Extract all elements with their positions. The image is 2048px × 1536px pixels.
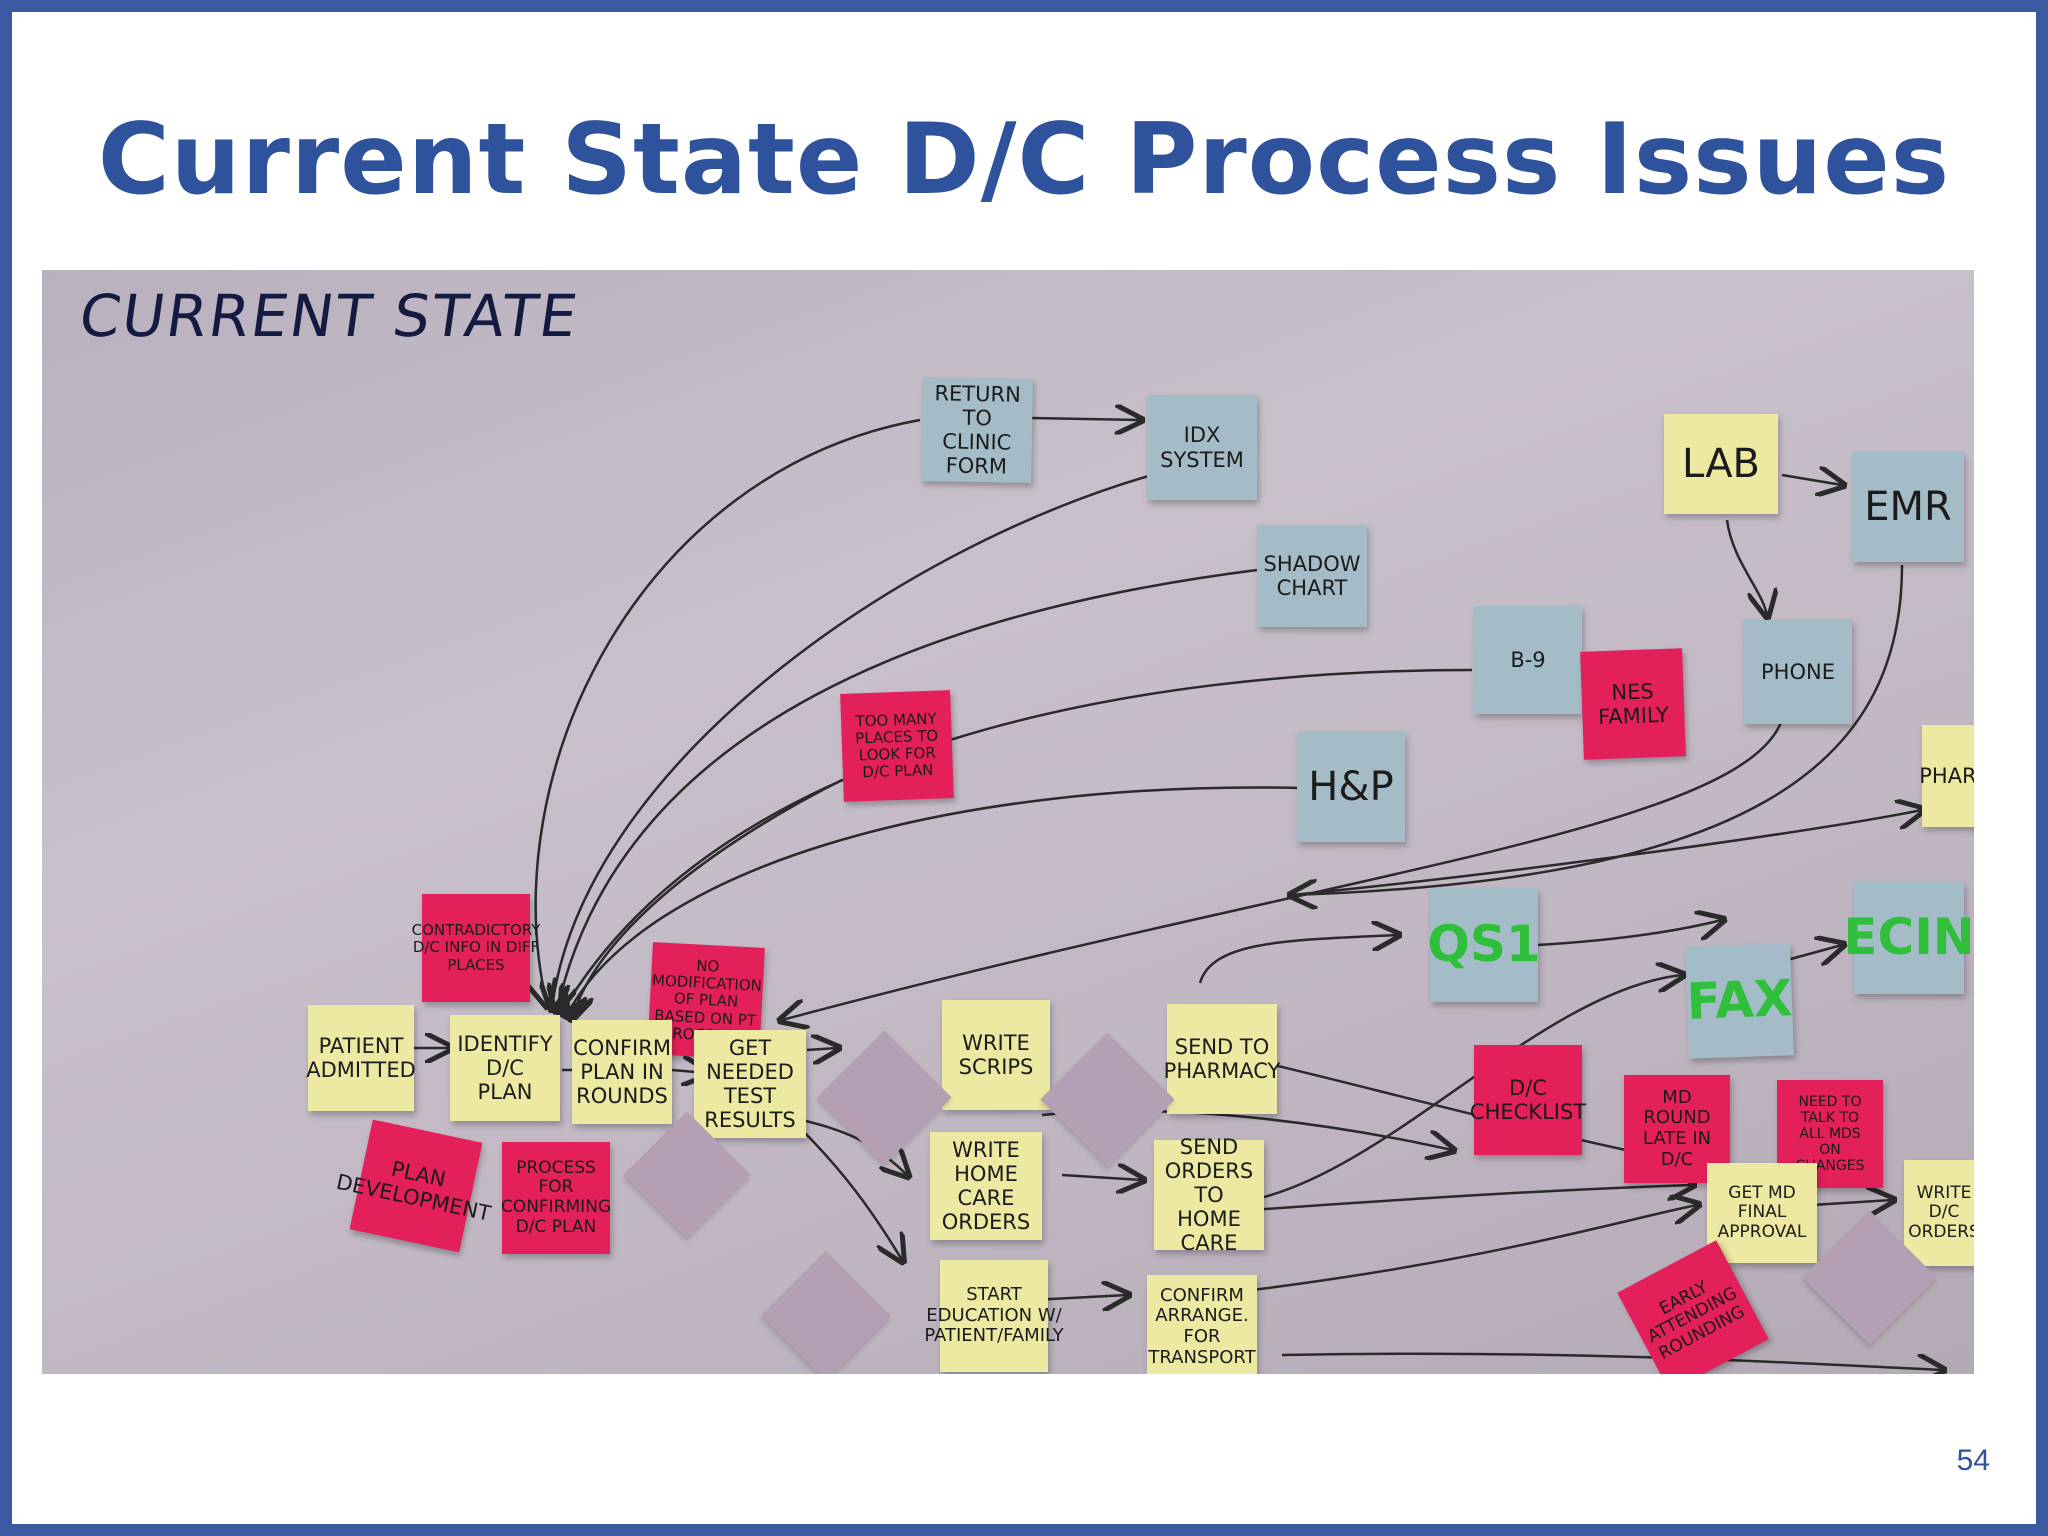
note-nes-family: NES Family <box>1580 648 1686 760</box>
note-get-md-final-approval: Get MD Final Approval <box>1707 1163 1817 1263</box>
note-process-confirming: Process for Confirming D/C Plan <box>501 1142 611 1254</box>
note-confirm-plan-rounds: Confirm Plan in Rounds <box>572 1020 672 1124</box>
note-write-dc-orders: Write D/C Orders <box>1904 1160 1974 1266</box>
whiteboard-photo: CURRENT STATE <box>42 270 1974 1374</box>
note-idx-system: IDX System <box>1147 395 1257 500</box>
note-dc-checklist: D/C Checklist <box>1470 1045 1586 1155</box>
note-write-scrips: Write Scrips <box>942 1000 1050 1110</box>
note-identify-dc-plan: Identify D/C Plan <box>450 1015 560 1121</box>
note-confirm-arrange-transport: Confirm Arrange. for Transport <box>1147 1275 1257 1374</box>
note-md-round-late: MD Round Late in D/C <box>1624 1075 1730 1183</box>
note-plan-development: Plan Development <box>334 1119 493 1253</box>
note-qs1: QS1 <box>1427 888 1541 1002</box>
note-send-orders-home-care: Send Orders to Home Care <box>1154 1135 1264 1255</box>
note-phone: PHONE <box>1744 620 1852 724</box>
note-contradictory-info: Contradictory D/C info in diff places <box>412 894 540 1002</box>
note-get-test-results: Get Needed Test Results <box>694 1030 806 1138</box>
page-number: 54 <box>1956 1444 1990 1477</box>
note-start-education: Start Education w/ Patient/Family <box>924 1260 1064 1372</box>
note-lab: LAB <box>1664 414 1778 514</box>
note-need-to-talk: Need to talk to all MDs on changes <box>1777 1080 1883 1188</box>
note-pharmacy: Pharm <box>1919 725 1974 827</box>
slide-title: Current State D/C Process Issues <box>97 103 1951 217</box>
note-emr: EMR <box>1852 452 1964 562</box>
note-send-to-pharmacy: Send to Pharmacy <box>1164 1004 1280 1114</box>
note-fax: FAX <box>1685 943 1794 1059</box>
note-patient-admitted: Patient Admitted <box>306 1005 416 1111</box>
note-h-and-p: H&P <box>1297 732 1405 842</box>
note-write-home-care-orders: Write Home Care Orders <box>930 1132 1042 1240</box>
note-shadow-chart: Shadow Chart <box>1257 525 1367 627</box>
note-too-many-places: Too many places to look for D/C plan <box>840 690 954 802</box>
process-arrows <box>404 270 1974 1374</box>
note-b9: B-9 <box>1474 606 1582 714</box>
note-ecin: ECIN <box>1843 882 1974 994</box>
note-return-to-clinic-form: Return to Clinic Form <box>921 377 1033 483</box>
